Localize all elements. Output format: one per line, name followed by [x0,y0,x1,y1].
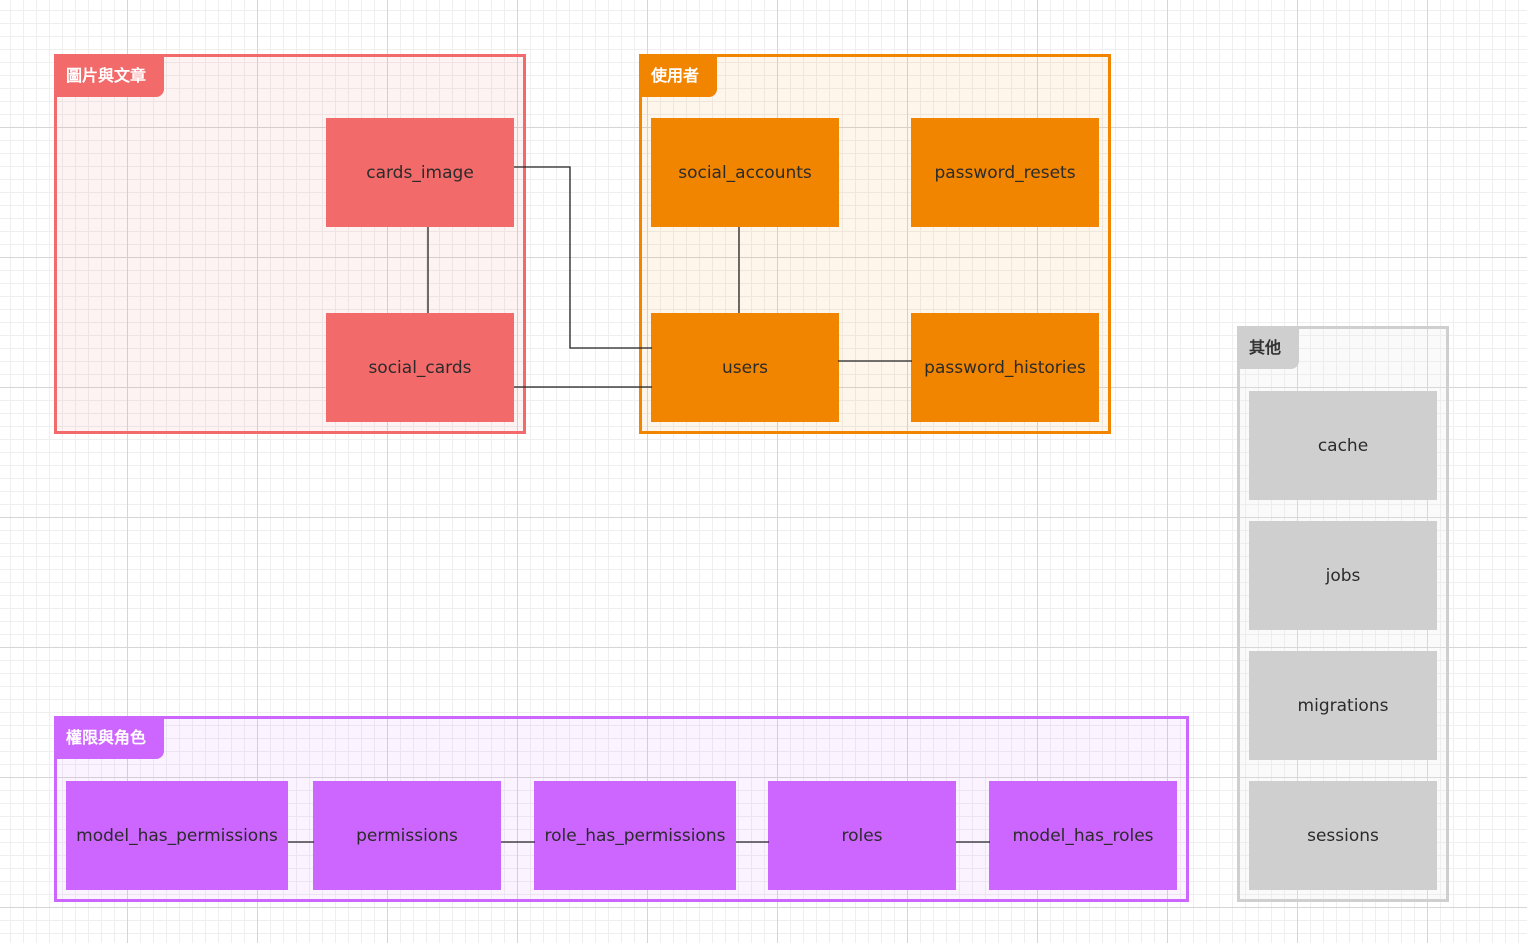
table-model-has-permissions[interactable]: model_has_permissions [66,781,288,890]
group-label-images-articles: 圖片與文章 [57,57,165,97]
table-password-histories[interactable]: password_histories [911,313,1099,422]
table-roles[interactable]: roles [768,781,956,890]
table-cards-image[interactable]: cards_image [326,118,514,227]
table-users[interactable]: users [651,313,839,422]
table-jobs[interactable]: jobs [1249,521,1437,630]
table-migrations[interactable]: migrations [1249,651,1437,760]
group-label-permissions-roles: 權限與角色 [57,719,165,759]
table-social-cards[interactable]: social_cards [326,313,514,422]
connector-cards-image-users [514,166,652,349]
table-model-has-roles[interactable]: model_has_roles [989,781,1177,890]
table-cache[interactable]: cache [1249,391,1437,500]
group-label-others: 其他 [1240,329,1300,369]
group-images-articles[interactable]: 圖片與文章 [54,54,526,434]
table-password-resets[interactable]: password_resets [911,118,1099,227]
table-social-accounts[interactable]: social_accounts [651,118,839,227]
group-label-users: 使用者 [642,57,718,97]
table-permissions[interactable]: permissions [313,781,501,890]
table-role-has-permissions[interactable]: role_has_permissions [534,781,736,890]
table-sessions[interactable]: sessions [1249,781,1437,890]
